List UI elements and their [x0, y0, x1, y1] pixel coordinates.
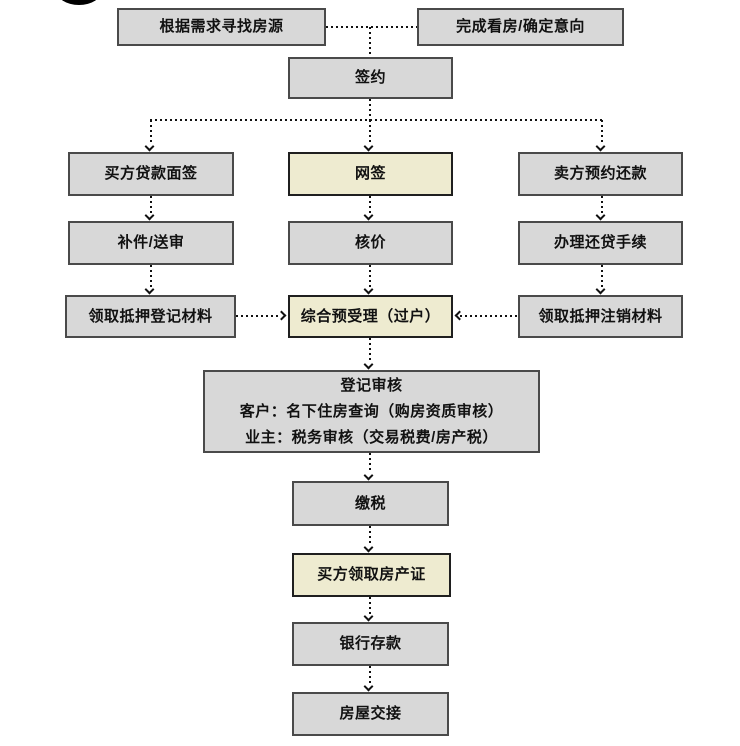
connector-branch-to-onlinesign [369, 120, 371, 145]
connector-buyerloan-to-supplement [150, 196, 152, 214]
connector-bankdeposit-to-handover [369, 666, 371, 684]
node-supplement-review: 补件/送审 [68, 221, 234, 265]
connector-branch-horizontal [150, 119, 602, 121]
cutoff-logo-mark [56, 0, 102, 5]
connector-findlisting-to-confirmintent [326, 26, 417, 28]
connector-paytax-to-buyercert [369, 526, 371, 545]
node-online-sign: 网签 [288, 152, 453, 196]
node-house-handover: 房屋交接 [292, 692, 449, 736]
arrowhead-down-icon [363, 542, 374, 553]
arrowhead-left-icon [454, 310, 465, 321]
node-pre-acceptance-transfer: 综合预受理（过户） [288, 295, 453, 338]
node-mortgage-reg-materials: 领取抵押登记材料 [65, 295, 236, 338]
registration-review-owner-line: 业主：税务审核（交易税费/房产税） [245, 428, 498, 446]
connector-loanrepay-to-cancelmaterials [601, 265, 603, 288]
node-confirm-intent: 完成看房/确定意向 [417, 8, 624, 46]
arrowhead-down-icon [363, 210, 374, 221]
arrowhead-down-icon [144, 284, 155, 295]
arrowhead-down-icon [363, 681, 374, 692]
arrowhead-down-icon [595, 284, 606, 295]
node-pay-tax: 缴税 [292, 481, 449, 526]
connector-buyercert-to-bankdeposit [369, 597, 371, 614]
connector-pricecheck-to-preacceptance [369, 265, 371, 288]
connector-branch-to-sellerrepay [601, 120, 603, 145]
connector-cancelmaterials-to-preacceptance [460, 315, 518, 317]
arrowhead-down-icon [144, 210, 155, 221]
node-mortgage-cancel-materials: 领取抵押注销材料 [518, 295, 683, 338]
connector-registration-to-paytax [369, 453, 371, 473]
arrowhead-down-icon [363, 359, 374, 370]
node-buyer-get-cert: 买方领取房产证 [292, 553, 451, 597]
node-sign-contract: 签约 [288, 57, 453, 99]
arrowhead-down-icon [363, 284, 374, 295]
node-bank-deposit: 银行存款 [292, 622, 449, 666]
connector-supplement-to-regmaterials [150, 265, 152, 288]
connector-sellerrepay-to-loanrepay [601, 196, 603, 214]
arrowhead-down-icon [363, 141, 374, 152]
node-loan-repay-procedure: 办理还贷手续 [518, 221, 683, 265]
arrowhead-down-icon [595, 141, 606, 152]
registration-review-title: 登记审核 [340, 376, 403, 394]
node-seller-repay-appointment: 卖方预约还款 [518, 152, 683, 196]
connector-top-to-sign [369, 27, 371, 57]
arrowhead-down-icon [595, 210, 606, 221]
arrowhead-down-icon [144, 141, 155, 152]
connector-regmaterials-to-preacceptance [236, 315, 281, 317]
node-find-listing: 根据需求寻找房源 [117, 8, 326, 46]
connector-preacceptance-to-registration [369, 338, 371, 362]
connector-branch-to-buyerloan [150, 120, 152, 145]
connector-onlinesign-to-pricecheck [369, 196, 371, 214]
node-buyer-loan-interview: 买方贷款面签 [68, 152, 234, 196]
arrowhead-down-icon [363, 611, 374, 622]
registration-review-buyer-line: 客户：名下住房查询（购房资质审核） [239, 402, 504, 420]
connector-sign-to-branch [369, 99, 371, 120]
node-price-check: 核价 [288, 221, 453, 265]
arrowhead-right-icon [276, 310, 287, 321]
arrowhead-down-icon [363, 470, 374, 481]
node-registration-review: 登记审核 客户：名下住房查询（购房资质审核） 业主：税务审核（交易税费/房产税） [203, 370, 540, 453]
